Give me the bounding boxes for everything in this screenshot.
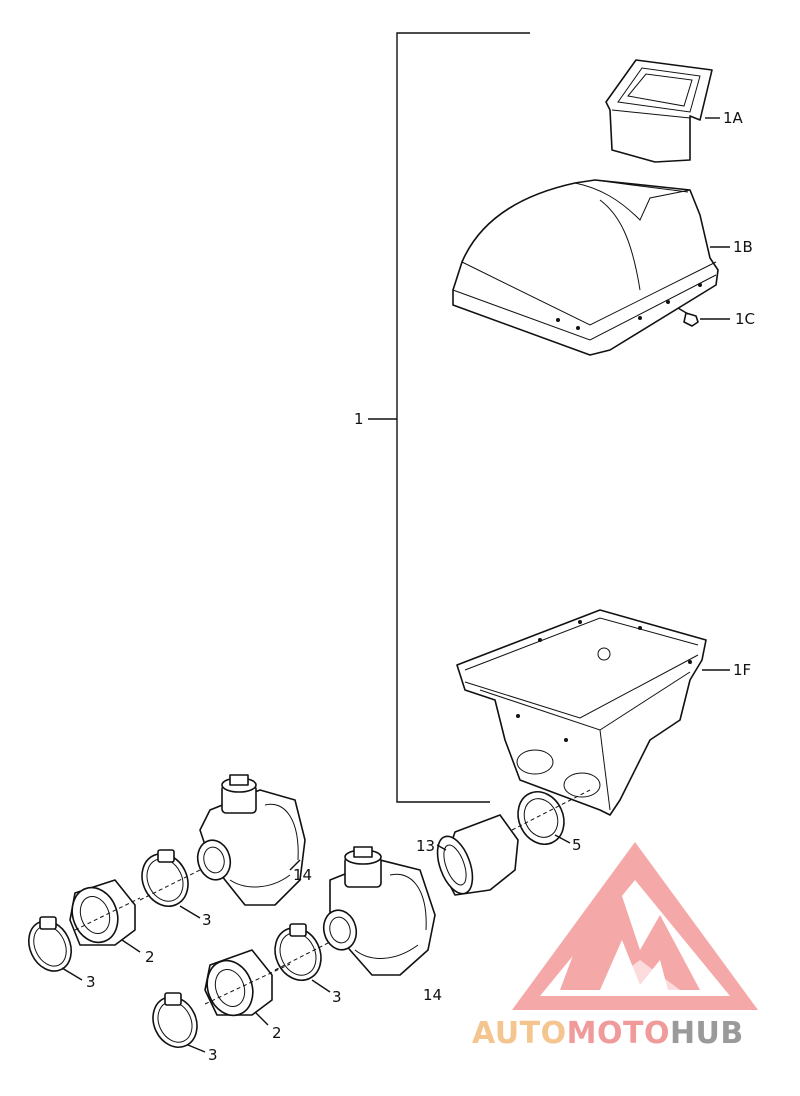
label-14-upper: 14 (293, 866, 312, 884)
label-1a: 1A (723, 109, 744, 127)
part-1f-airbox-base (456, 609, 730, 816)
watermark-hub: HUB (670, 1016, 744, 1051)
label-1f: 1F (733, 661, 751, 679)
part-1b-airbox-lid (452, 179, 730, 356)
label-1: 1 (354, 410, 364, 428)
watermark-moto: MOTO (567, 1016, 670, 1051)
part-3a-clamp (139, 849, 201, 919)
part-2b-coupler (204, 949, 291, 1026)
part-3d-clamp (152, 992, 206, 1053)
watermark-auto: AUTO (472, 1016, 567, 1051)
part-3b-clamp (28, 916, 83, 981)
part-1a-snorkel (605, 59, 720, 163)
label-3-d: 3 (208, 1046, 218, 1064)
part-14a-carburetor (196, 774, 306, 906)
part-14b-carburetor (322, 846, 436, 976)
label-1c: 1C (735, 310, 755, 328)
label-1b: 1B (733, 238, 753, 256)
label-13: 13 (416, 837, 435, 855)
group-bracket (368, 32, 530, 803)
part-2a-coupler (69, 879, 141, 953)
label-2-upper: 2 (145, 948, 155, 966)
label-14-lower: 14 (423, 986, 442, 1004)
part-13-intake-boot (436, 814, 519, 896)
label-3-a: 3 (202, 911, 212, 929)
part-3c-clamp (274, 923, 331, 993)
label-2-lower: 2 (272, 1024, 282, 1042)
part-labels: 1 1A 1B 1C 1F 5 13 14 14 2 2 3 3 3 3 (86, 109, 755, 1064)
watermark-text: AUTOMOTOHUB (472, 1016, 744, 1051)
part-1c-screw (677, 307, 730, 327)
label-5: 5 (572, 836, 582, 854)
label-3-b: 3 (86, 973, 96, 991)
svg-text:AUTOMOTOHUB: AUTOMOTOHUB (472, 1016, 744, 1051)
label-3-c: 3 (332, 988, 342, 1006)
part-5-seal (511, 789, 591, 845)
watermark-logo (512, 842, 758, 1010)
